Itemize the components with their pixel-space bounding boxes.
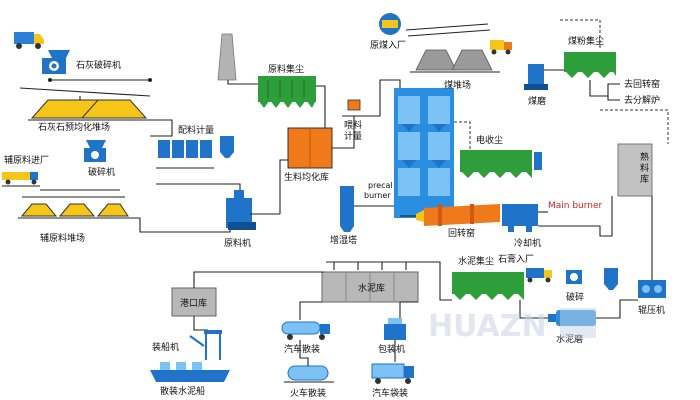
cement-silo-distributor: [326, 261, 452, 301]
batching-bins: [156, 136, 234, 185]
coal-truck: [490, 40, 512, 55]
label-port-silo: 港口库: [180, 297, 207, 309]
label-feed-meter-2: 计量: [344, 130, 362, 142]
bulk-truck: [281, 321, 330, 340]
label-bulk-ship: 散装水泥船: [160, 385, 205, 397]
label-cement-silo: 水泥库: [358, 282, 385, 294]
label-coal-in: 原煤入厂: [370, 39, 406, 51]
label-coal-mill: 煤磨: [528, 95, 546, 107]
label-cooler: 冷却机: [514, 237, 541, 249]
label-coal-yard: 煤堆场: [444, 79, 471, 91]
cement-silo: [321, 271, 419, 303]
coal-conveyor: [405, 23, 491, 37]
raw-mill-icon: [226, 190, 256, 230]
label-packer: 包装机: [378, 343, 405, 355]
train-bulk: [284, 365, 334, 383]
label-gypsum-in: 石膏入厂: [498, 253, 534, 265]
label-precal-1: precal: [368, 181, 393, 190]
coal-mill-icon: [524, 64, 548, 90]
preheater-tower: [394, 88, 454, 218]
label-rotary-kiln: 回转窑: [448, 227, 475, 239]
aux-conveyor: [22, 189, 125, 198]
cooler: [502, 204, 538, 232]
feed-meter-icon: [342, 99, 366, 117]
label-feed-meter-1: 喂料: [344, 119, 362, 131]
limestone-crusher-icon: [42, 50, 70, 74]
label-precal-2: burner: [364, 191, 391, 200]
label-humidifier: 增湿塔: [330, 234, 357, 246]
label-aux-in: 辅原料进厂: [4, 154, 49, 166]
roller-press: [638, 280, 666, 298]
label-ship-loader: 装船机: [152, 341, 179, 353]
label-to-decomp: 去分解炉: [624, 94, 660, 106]
label-clinker-2: 料: [640, 162, 649, 174]
label-cement-dust: 水泥集尘: [458, 255, 494, 267]
label-batching: 配料计量: [178, 124, 214, 136]
packer-icon: [384, 318, 406, 340]
port-silo: [171, 287, 217, 317]
label-aux-yard: 辅原料堆场: [40, 232, 85, 244]
label-crusher: 破碎机: [88, 166, 115, 178]
raw-dust-collector: [258, 76, 316, 108]
label-clinker-1: 熟: [640, 151, 649, 163]
label-raw-dust: 原料集尘: [268, 63, 304, 75]
cement-side-bin: [604, 268, 618, 290]
label-raw-homo: 生料均化库: [284, 171, 329, 183]
crush2-icon: [566, 270, 582, 284]
aux-truck: [2, 172, 40, 187]
label-raw-mill: 原料机: [224, 237, 251, 249]
rotary-kiln: [416, 204, 500, 226]
watermark-text: HUAZN: [428, 309, 547, 344]
esp-collector: [460, 150, 542, 178]
label-clinker-3: 库: [640, 173, 649, 185]
label-truck-bag: 汽车袋装: [372, 387, 408, 399]
ship-loader: [189, 330, 222, 360]
label-esp: 电收尘: [476, 134, 503, 146]
label-coal-dust: 煤粉集尘: [568, 35, 604, 47]
aux-yard-pile: [18, 203, 132, 219]
label-limestone-prehomo: 石灰石预均化堆场: [38, 121, 110, 133]
label-crush2: 破碎: [566, 291, 584, 303]
label-to-kiln: 去回转窑: [624, 78, 660, 90]
label-main-burner: Main burner: [548, 201, 603, 211]
coal-yard-pile: [410, 49, 500, 73]
label-train-bulk: 火车散装: [290, 387, 326, 399]
coal-in-icon: [379, 13, 401, 35]
label-roller-press: 辊压机: [638, 304, 665, 316]
gypsum-truck: [526, 268, 552, 283]
label-limestone-crusher: 石灰破碎机: [76, 59, 121, 71]
limestone-conveyor: [19, 78, 152, 97]
limestone-truck: [14, 32, 44, 49]
clinker-silo: [617, 143, 653, 197]
limestone-prehomo-pile: [28, 96, 150, 121]
bag-truck: [371, 363, 414, 384]
cement-dust-collector: [452, 272, 524, 300]
bulk-ship: [150, 362, 230, 382]
chimney-icon: [217, 33, 237, 81]
coal-dust-collector: [564, 52, 616, 78]
raw-homo-silo: [287, 127, 333, 169]
aux-crusher-icon: [84, 140, 106, 162]
humidifier-tower: [340, 186, 354, 232]
label-truck-bulk: 汽车散装: [284, 343, 320, 355]
watermark-logo: [560, 308, 596, 338]
